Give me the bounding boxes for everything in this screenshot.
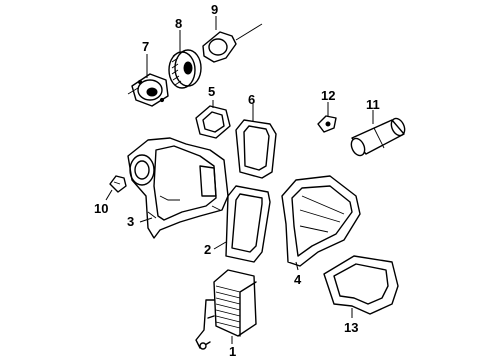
part-8-blower-wheel — [168, 49, 202, 89]
callout-10: 10 — [94, 201, 108, 216]
callout-4: 4 — [294, 272, 302, 287]
part-2-seal-frame — [225, 185, 271, 263]
part-1-evaporator-core — [195, 269, 257, 350]
callout-6: 6 — [248, 92, 255, 107]
callout-13: 13 — [344, 320, 358, 335]
callout-1: 1 — [229, 344, 236, 359]
part-9-blower-gasket — [202, 23, 263, 63]
part-3-evaporator-case — [127, 137, 229, 239]
callout-7: 7 — [142, 39, 149, 54]
callout-12: 12 — [321, 88, 335, 103]
part-6-seal — [235, 119, 277, 179]
callout-5: 5 — [208, 84, 215, 99]
part-10-clip — [109, 175, 127, 193]
part-5-gasket — [195, 105, 231, 139]
part-7-blower-motor — [127, 73, 169, 107]
part-12-bracket — [317, 115, 337, 133]
leader-lines — [105, 16, 374, 344]
callout-2: 2 — [204, 242, 211, 257]
callout-3: 3 — [127, 214, 134, 229]
part-11-accumulator — [350, 117, 406, 157]
part-13-cover-plate — [323, 255, 399, 315]
callout-9: 9 — [211, 2, 218, 17]
callout-8: 8 — [175, 16, 182, 31]
part-4-duct-housing — [281, 175, 361, 267]
callout-11: 11 — [366, 97, 380, 112]
